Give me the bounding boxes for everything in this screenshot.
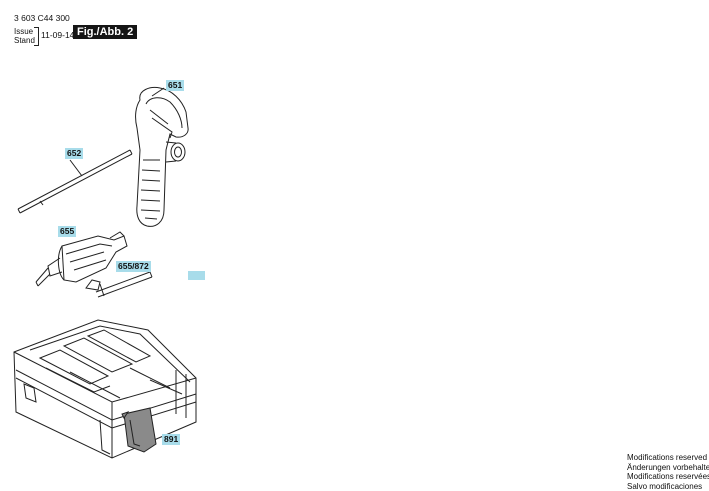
callout-652: 652 xyxy=(65,148,84,159)
chuck-key-drawing xyxy=(85,271,153,298)
modifications-line-de: Änderungen vorbehalten xyxy=(627,462,709,472)
depth-stop-drawing xyxy=(17,149,133,214)
blank-callout xyxy=(188,271,205,280)
modifications-notice: Modifications reserved Änderungen vorbeh… xyxy=(627,453,709,491)
stand-label: Stand xyxy=(14,36,35,45)
callout-651: 651 xyxy=(166,80,185,91)
auxiliary-handle-drawing xyxy=(135,87,189,227)
figure-label: Fig./Abb. 2 xyxy=(73,25,138,39)
issue-date: 11-09-14 xyxy=(41,30,75,40)
bracket-divider xyxy=(34,27,39,46)
document-number: 3 603 C44 300 xyxy=(14,13,70,23)
issue-label: Issue xyxy=(14,27,34,36)
carrying-case-drawing xyxy=(13,319,197,459)
callout-655-872: 655/872 xyxy=(116,261,151,272)
drill-chuck-drawing xyxy=(35,231,128,287)
modifications-line-es: Salvo modificaciones xyxy=(627,481,703,491)
modifications-line-fr: Modifications reservées xyxy=(627,472,709,481)
modifications-line-en: Modifications reserved xyxy=(627,453,708,462)
callout-891: 891 xyxy=(162,434,181,445)
callout-655: 655 xyxy=(58,226,77,237)
